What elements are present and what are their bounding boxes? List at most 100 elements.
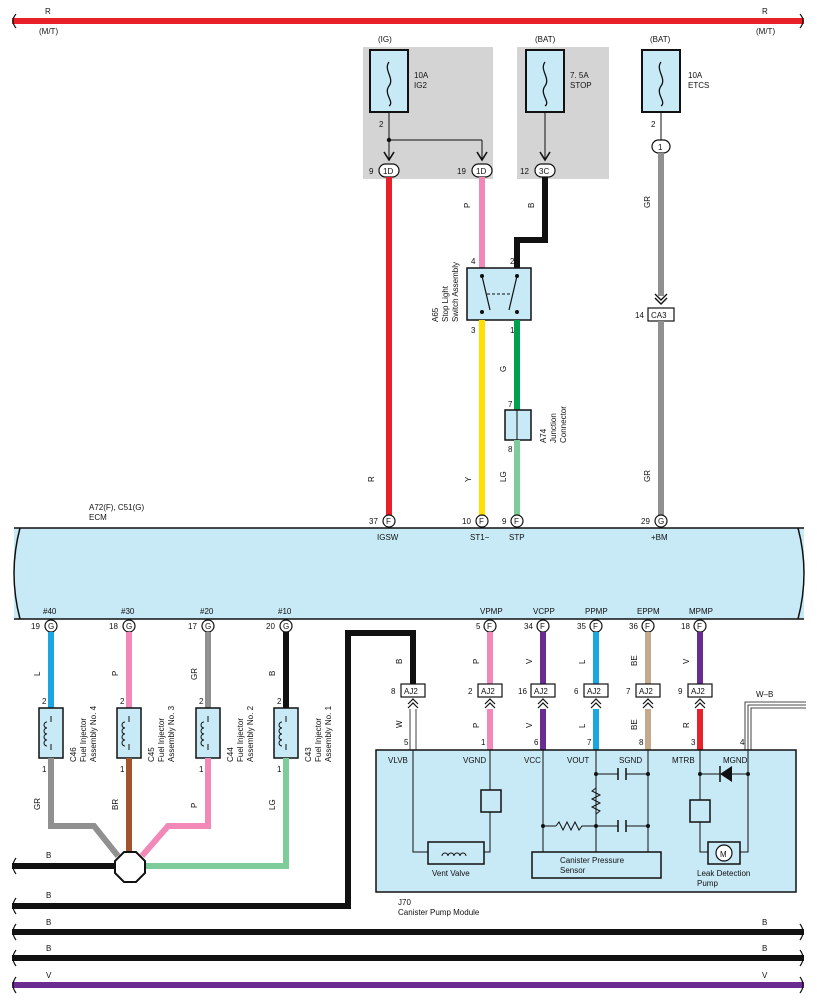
canister-pressure-sensor bbox=[531, 851, 662, 879]
injector-pin-2: 2 bbox=[277, 697, 282, 706]
connector-aj2-vlvb: AJ2 8 bbox=[391, 683, 426, 709]
wire-pink-inj3-label: P bbox=[111, 671, 120, 676]
injector-pin-2: 2 bbox=[42, 697, 47, 706]
fuse-ig2-name: IG2 bbox=[414, 81, 427, 90]
fuel-injector-3: 2 1 bbox=[116, 697, 142, 774]
wire-wb-label: W–B bbox=[756, 690, 773, 699]
terminal-pin: 17 bbox=[188, 622, 197, 631]
junction-connector bbox=[504, 409, 532, 441]
terminal-connector-label: G bbox=[205, 622, 211, 631]
pump-pin-7: 7 bbox=[587, 738, 592, 747]
pump-pin-4: 4 bbox=[740, 738, 745, 747]
pump-pin-1: 1 bbox=[481, 738, 486, 747]
stop-switch-label: A65 Stop Light Switch Assembly bbox=[431, 262, 460, 322]
diode-icon bbox=[719, 766, 732, 782]
terminal-name: IGSW bbox=[377, 533, 399, 542]
injector-name2: Assembly No. 3 bbox=[167, 705, 176, 762]
junction-dot bbox=[698, 772, 702, 776]
wire-break bbox=[799, 949, 804, 967]
ecm-top-terminal-stp: F 9 STP bbox=[502, 514, 525, 542]
connector-arrow-icon bbox=[476, 151, 488, 162]
terminal-name: +BM bbox=[651, 533, 668, 542]
connector-pin: 2 bbox=[468, 687, 473, 696]
wire-brown-inj3-return-label: BR bbox=[111, 799, 120, 810]
connector-label: AJ2 bbox=[691, 687, 705, 696]
chevron-up-icon bbox=[484, 698, 496, 709]
connector-pin: 6 bbox=[574, 687, 579, 696]
coil-icon bbox=[121, 721, 126, 747]
wire-break bbox=[799, 923, 804, 941]
terminal-pin: 35 bbox=[577, 622, 586, 631]
wire-blue-inj4-label: L bbox=[33, 671, 42, 676]
terminal-pin: 29 bbox=[641, 517, 650, 526]
wire-violet-vcc-label: V bbox=[525, 722, 534, 728]
connector-label: AJ2 bbox=[404, 687, 418, 696]
vent-valve-label: Vent Valve bbox=[432, 869, 470, 878]
wire-violet-vcpp-label: V bbox=[525, 658, 534, 664]
connector-aj2-sgnd: AJ2 7 bbox=[626, 683, 661, 709]
connector-pin: 16 bbox=[518, 687, 527, 696]
wire-black-stop bbox=[514, 177, 548, 268]
wire-red-mtrb-label: R bbox=[682, 722, 691, 728]
wire-beige-sgnd-label: BE bbox=[630, 719, 639, 730]
pump-pin-5: 5 bbox=[404, 738, 409, 747]
connector-ca3-label: CA3 bbox=[651, 311, 667, 320]
pump-module-code: J70 bbox=[398, 898, 411, 907]
injector-name1: Fuel Injector bbox=[314, 718, 323, 762]
sensor-label-2: Sensor bbox=[560, 866, 586, 875]
terminal-connector-label: F bbox=[593, 622, 598, 631]
injector-name1: Fuel Injector bbox=[236, 718, 245, 762]
wire-gray-etcs-lower-label: GR bbox=[643, 470, 652, 482]
resistor-icon bbox=[555, 820, 584, 832]
fuse-etcs-element-icon bbox=[658, 61, 664, 107]
motor-icon bbox=[715, 844, 733, 862]
wire-black-splice-label: B bbox=[46, 851, 51, 860]
chevron-up-icon bbox=[537, 698, 549, 709]
connector-label: AJ2 bbox=[587, 687, 601, 696]
stop-switch-name2: Switch Assembly bbox=[451, 262, 460, 322]
injector-code: C45 bbox=[147, 747, 156, 762]
connector-1d-a-pin: 9 bbox=[369, 167, 374, 176]
terminal-pin: 5 bbox=[476, 622, 481, 631]
injector-pin-1: 1 bbox=[277, 765, 282, 774]
terminal-connector-label: F bbox=[514, 517, 519, 526]
switch-blade-icon bbox=[508, 275, 518, 311]
bus-black-1-label-right: B bbox=[762, 918, 767, 927]
terminal-name: PPMP bbox=[585, 607, 608, 616]
sensor-label-1: Canister Pressure bbox=[560, 856, 625, 865]
terminal-connector-label: F bbox=[697, 622, 702, 631]
fuse-ig2-pin: 2 bbox=[379, 120, 384, 129]
fuse-etcs bbox=[641, 49, 681, 113]
ecm-top-terminal-st1: F 10 ST1− bbox=[462, 514, 490, 542]
connector-3c-pin: 12 bbox=[520, 167, 529, 176]
terminal-pin: 19 bbox=[31, 622, 40, 631]
injector-code: C44 bbox=[226, 747, 235, 762]
terminal-connector-label: G bbox=[48, 622, 54, 631]
wire-pink-inj2-return-label: P bbox=[190, 803, 199, 808]
terminal-pin: 34 bbox=[524, 622, 533, 631]
connector-pin: 7 bbox=[626, 687, 631, 696]
fuel-injector-1-label: C43 Fuel Injector Assembly No. 1 bbox=[304, 705, 333, 762]
switch-pin-3: 3 bbox=[471, 326, 476, 335]
terminal-pin: 9 bbox=[502, 517, 507, 526]
wire-break bbox=[799, 976, 804, 994]
junction-dot bbox=[541, 824, 545, 828]
wire-break bbox=[12, 976, 17, 994]
chevron-up-icon bbox=[407, 698, 419, 709]
injector-pin-1: 1 bbox=[199, 765, 204, 774]
ecm-bottom-terminal-40: #40 G 19 bbox=[31, 607, 58, 633]
bus-black-2-label-right: B bbox=[762, 944, 767, 953]
fuse-ig2-amp: 10A bbox=[414, 71, 429, 80]
switch-blade-icon bbox=[481, 275, 491, 311]
wire-gray-inj4-return bbox=[48, 758, 121, 858]
injector-name2: Assembly No. 1 bbox=[324, 705, 333, 762]
stop-switch-name1: Stop Light bbox=[441, 285, 450, 322]
connector-aj2-vgnd: AJ2 2 bbox=[468, 683, 503, 709]
terminal-name: #20 bbox=[200, 607, 214, 616]
connector-3c-label: 3C bbox=[539, 167, 549, 176]
wire-violet-mpmp-label: V bbox=[682, 658, 691, 664]
fuel-injector-4-label: C46 Fuel Injector Assembly No. 4 bbox=[69, 705, 98, 762]
switch-pin-2: 2 bbox=[510, 257, 515, 266]
pump-pin-6: 6 bbox=[534, 738, 539, 747]
bus-violet-label-left: V bbox=[46, 971, 52, 980]
